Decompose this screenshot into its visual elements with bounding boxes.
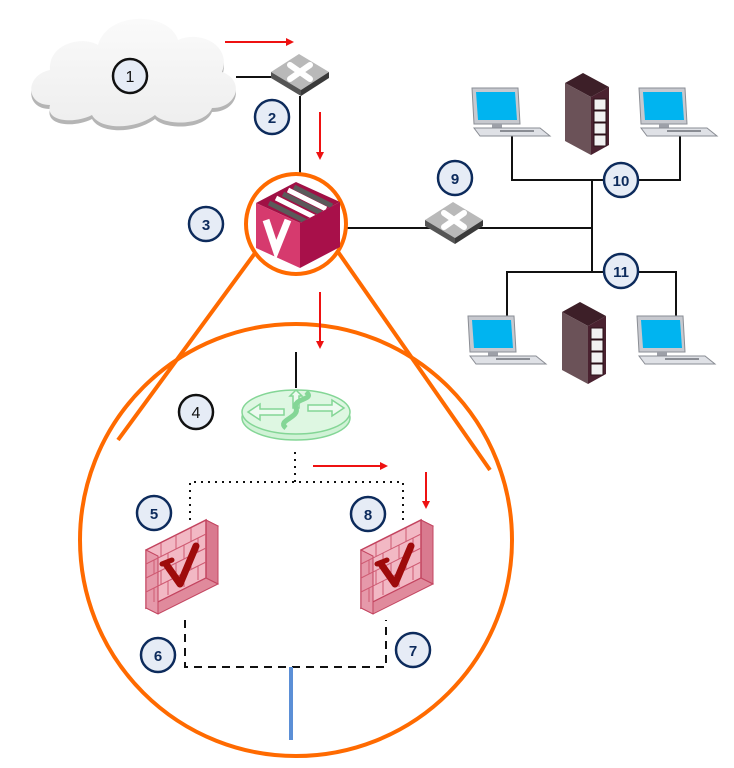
server-icon <box>564 72 610 156</box>
lan-segment-lower-bus <box>506 271 677 332</box>
badge-label: 11 <box>613 264 629 281</box>
badge-label: 5 <box>150 506 158 523</box>
zoom-line-left <box>116 247 260 442</box>
badge-6: 6 <box>139 636 177 674</box>
server-icon <box>561 301 607 385</box>
lan-segment-upper-bus <box>511 135 681 181</box>
badge-label: 9 <box>451 171 459 188</box>
firewall-sync-link <box>184 620 387 668</box>
badge-label: 10 <box>613 173 630 190</box>
badge-2: 2 <box>253 98 291 136</box>
badge-label: 1 <box>126 69 135 86</box>
badge-8: 8 <box>349 495 387 533</box>
appliance-v-icon <box>244 172 348 276</box>
badge-9: 9 <box>436 159 474 197</box>
router-icon <box>241 388 351 441</box>
badge-1: 1 <box>111 57 149 95</box>
laptop-icon <box>638 87 718 137</box>
badge-label: 7 <box>409 643 417 660</box>
badge-4: 4 <box>177 393 215 431</box>
badge-label: 4 <box>192 405 201 422</box>
switch-icon <box>425 202 483 244</box>
zoom-line-right <box>334 247 492 472</box>
badge-10: 10 <box>602 161 640 199</box>
switch-icon <box>271 54 329 96</box>
badge-7: 7 <box>394 631 432 669</box>
badge-5: 5 <box>135 494 173 532</box>
badge-11: 11 <box>602 252 640 290</box>
zoom-callout <box>78 247 514 758</box>
badge-3: 3 <box>187 205 225 243</box>
zoom-circle-large <box>78 322 514 758</box>
wan-links <box>236 76 681 388</box>
firewall-icon <box>361 520 433 614</box>
laptop-icon <box>467 315 547 365</box>
badge-label: 3 <box>202 217 210 234</box>
traffic-flow-arrows <box>225 38 430 509</box>
laptop-icon <box>471 87 551 137</box>
badge-label: 8 <box>364 507 372 524</box>
router-firewall-links <box>189 452 404 520</box>
badge-label: 2 <box>268 110 276 127</box>
laptop-icon <box>636 315 716 365</box>
firewall-icon <box>146 520 218 614</box>
badge-label: 6 <box>154 648 162 665</box>
